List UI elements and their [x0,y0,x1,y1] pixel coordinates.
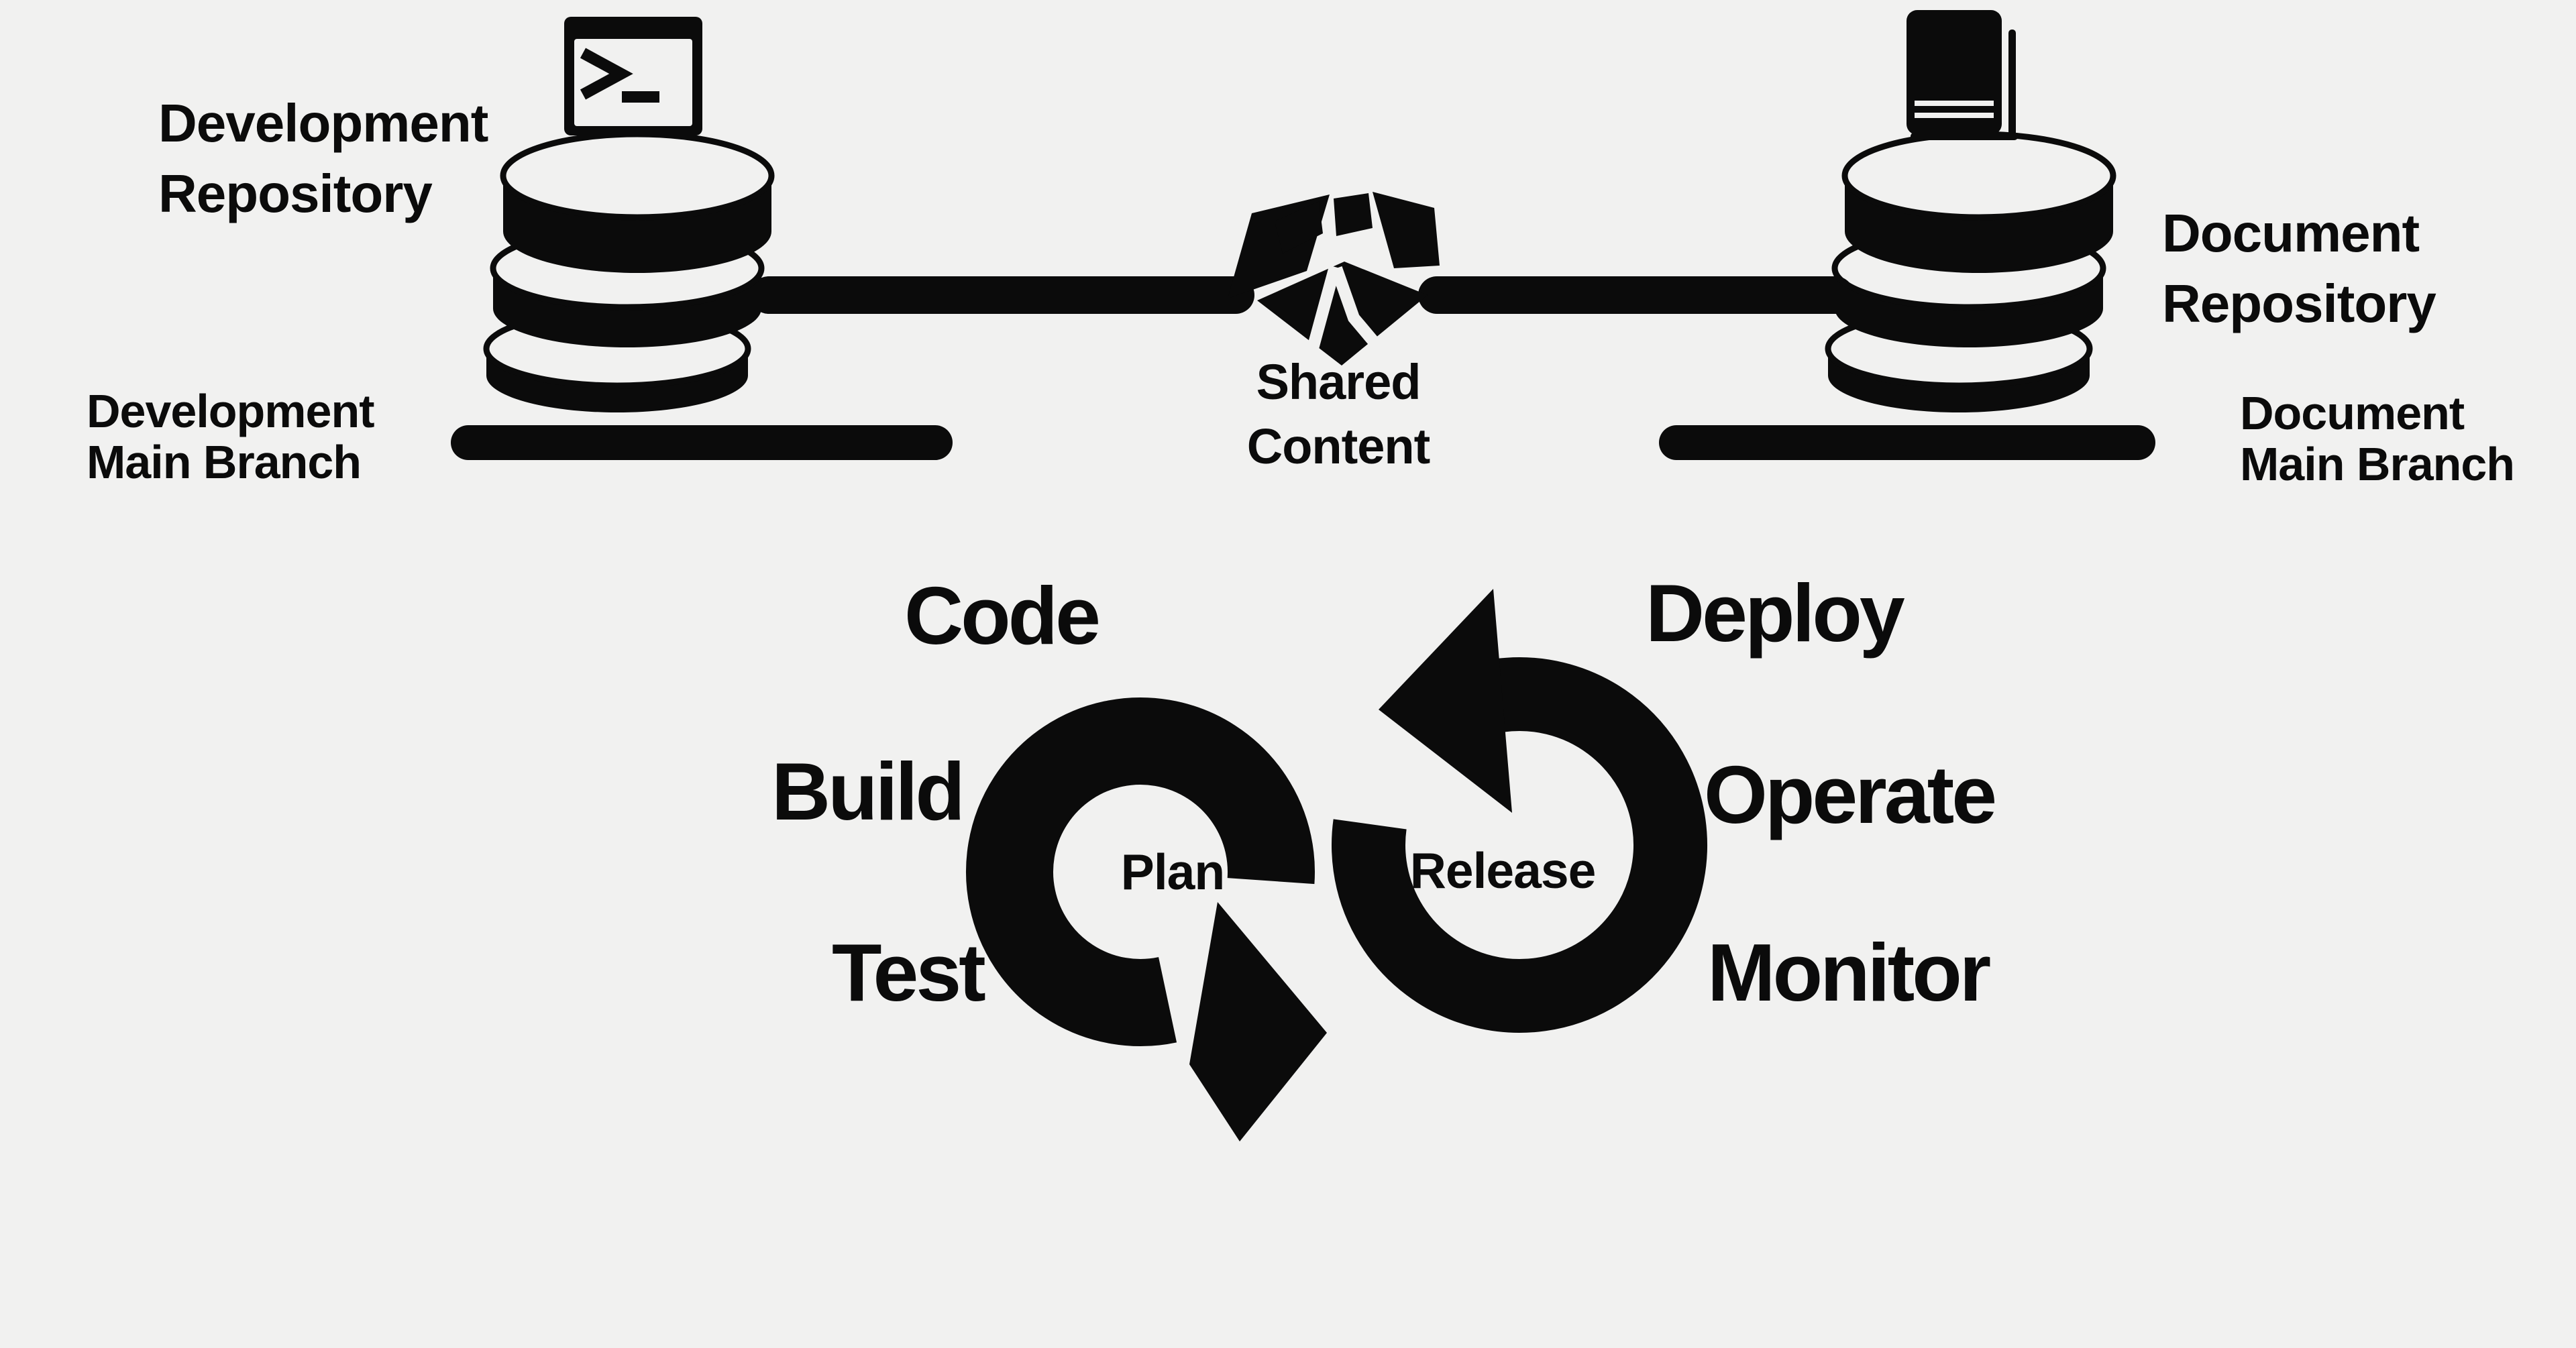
document-repository-label-line1: Document [2162,203,2420,263]
loop-stage-label-deploy: Deploy [1646,567,1905,659]
loop-stage-label-build: Build [771,746,965,837]
loop-stage-label-release: Release [1409,842,1597,899]
shared-content-label: Shared Content [1070,350,1607,479]
database-icon-document [1825,131,2116,412]
loop-stage-label-operate: Operate [1704,749,1997,840]
devops-loop [966,589,1707,1141]
loop-stage-label-test: Test [832,927,986,1018]
document-repository-label: Document Repository [2162,198,2436,339]
loop-left-arrowhead-icon [1189,902,1327,1141]
development-repository-label-line1: Development [158,93,488,153]
terminal-icon [564,17,702,135]
document-main-branch-label: Document Main Branch [2240,387,2515,490]
development-main-branch-label: Development Main Branch [87,385,375,488]
shared-content-label-line2: Content [1246,418,1431,474]
book-icon [1907,10,2018,140]
loop-stage-label-plan: Plan [1120,844,1225,900]
loop-left-ring [966,697,1316,1046]
document-main-branch-bar [1659,425,2155,460]
connector-shared-to-doc [1418,276,1854,314]
loop-right-arrowhead-icon [1379,589,1512,813]
package-box-icon [1228,192,1440,366]
development-repository-label: Development Repository [158,88,488,229]
document-main-branch-label-line1: Document [2240,387,2465,439]
development-main-branch-label-line2: Main Branch [87,436,362,488]
document-main-branch-label-line2: Main Branch [2240,438,2515,490]
development-repository-label-line2: Repository [158,164,433,223]
document-repository-label-line2: Repository [2162,274,2436,333]
loop-stage-label-code: Code [904,570,1101,661]
loop-stage-label-monitor: Monitor [1707,927,1991,1018]
development-main-branch-bar [451,425,953,460]
connector-dev-to-shared [750,276,1254,314]
development-main-branch-label-line1: Development [87,385,375,437]
shared-content-label-line1: Shared [1256,354,1421,410]
